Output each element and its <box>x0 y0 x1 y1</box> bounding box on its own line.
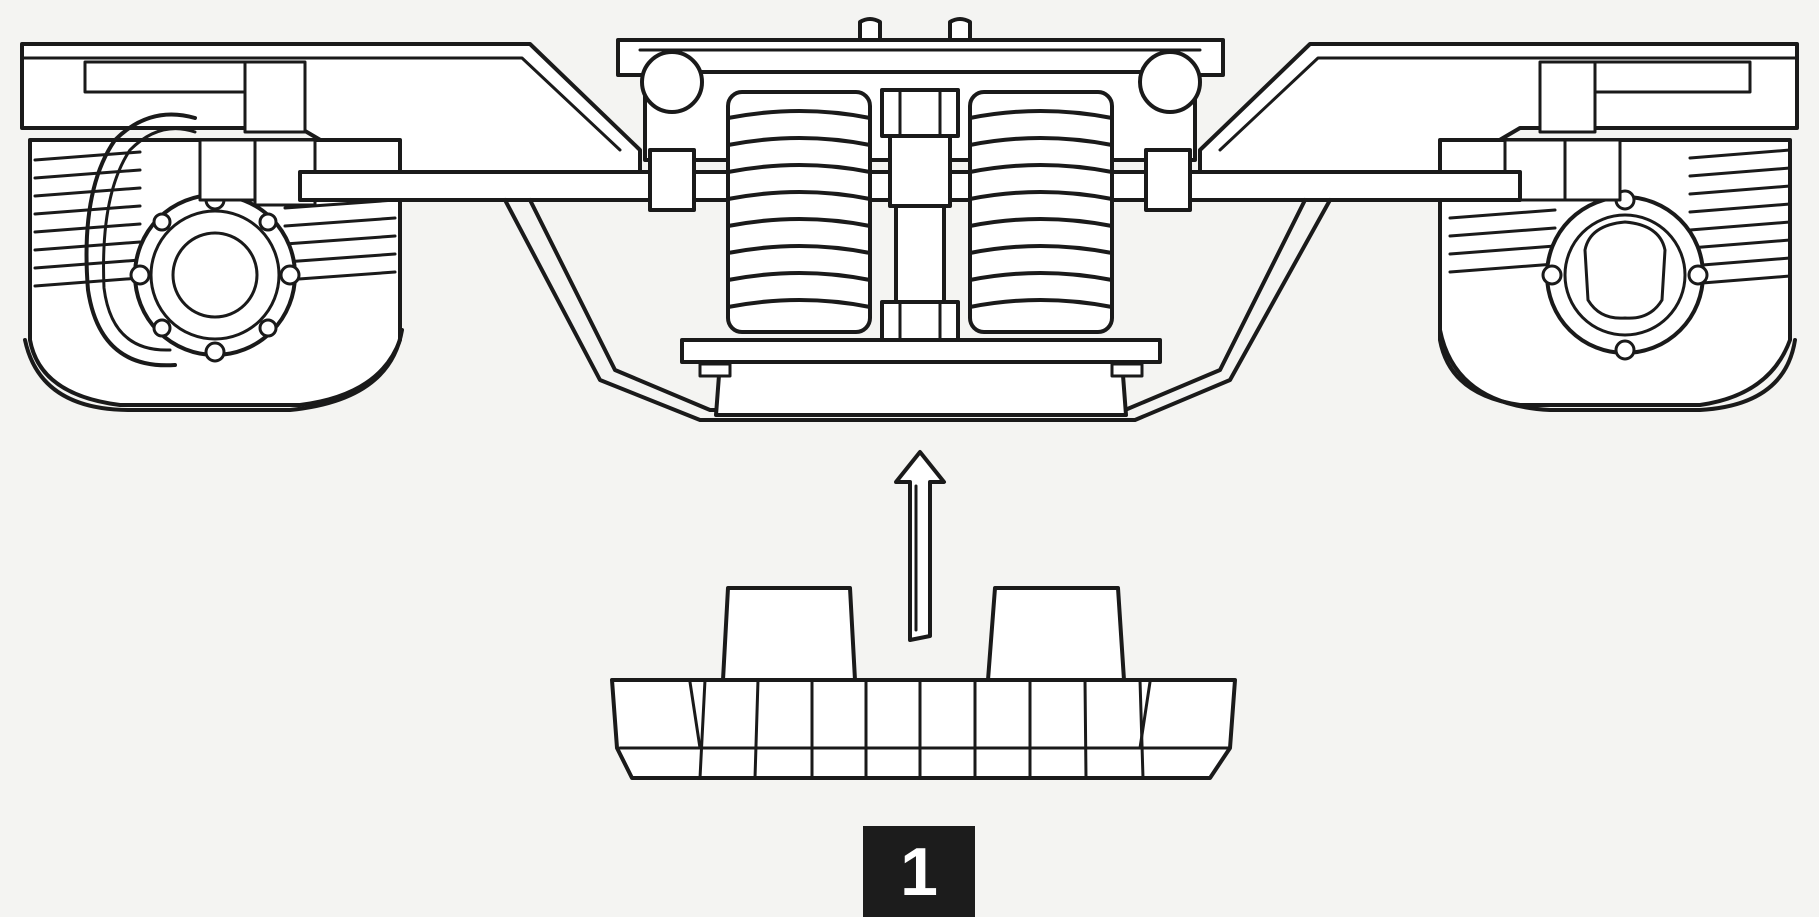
bogie-assembly <box>20 17 1799 422</box>
center-bolster <box>503 17 1332 422</box>
assembly-direction-arrow <box>894 450 946 642</box>
left-brake-pipe <box>84 112 197 368</box>
bolster-spring-right <box>968 90 1114 334</box>
right-side-frame <box>1198 42 1799 412</box>
right-wheel-hub <box>1541 189 1709 361</box>
bolster-insert <box>610 586 1237 780</box>
left-wheel-hub <box>129 189 301 363</box>
bolster-spring-left <box>726 90 872 334</box>
left-side-frame <box>20 42 642 412</box>
step-number-badge: 1 <box>863 826 975 917</box>
central-damper <box>880 88 960 344</box>
step-number: 1 <box>900 833 938 910</box>
